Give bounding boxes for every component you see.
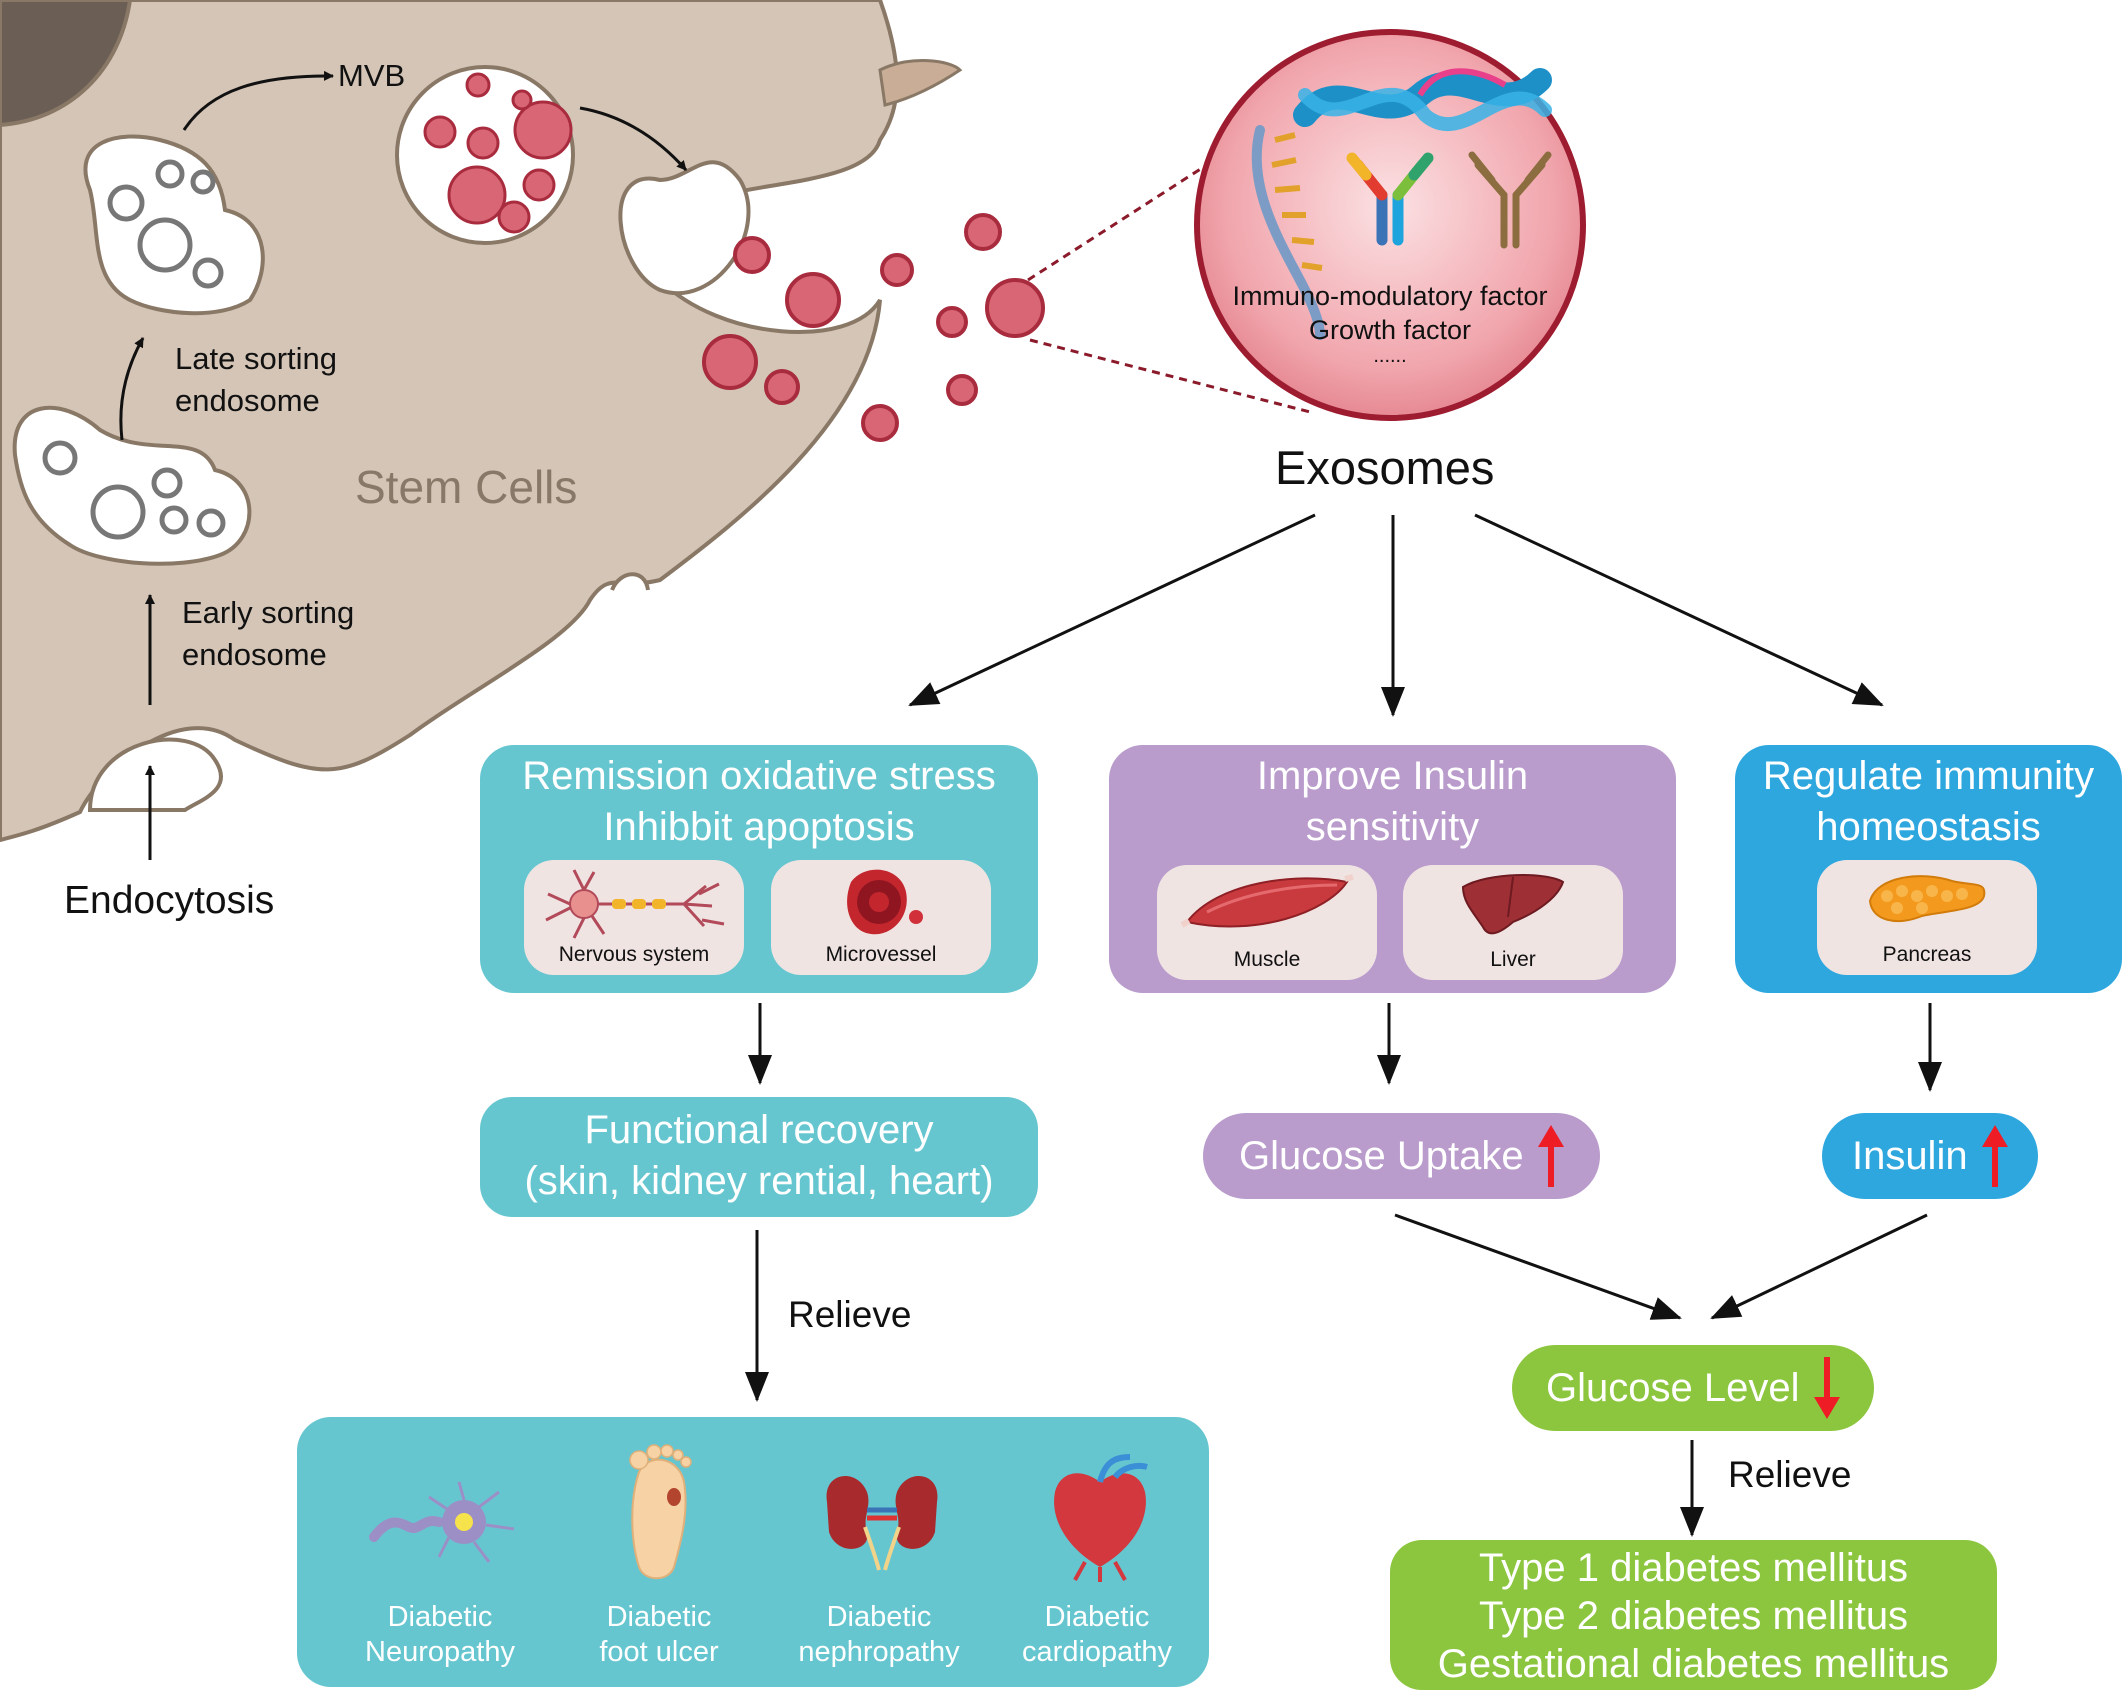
endocytosis-pit bbox=[87, 737, 223, 812]
insulin-sensitivity-box: Improve Insulin sensitivity Muscle Liver bbox=[1109, 745, 1676, 993]
exosome-zoom-circle bbox=[1194, 29, 1586, 421]
neuron-icon bbox=[545, 869, 725, 939]
foot-ulcer-icon bbox=[629, 1444, 692, 1580]
insulin-sensitivity-title: Improve Insulin sensitivity bbox=[1256, 754, 1529, 849]
endosome-cargo bbox=[137, 217, 193, 273]
antibody-outline-icon bbox=[1468, 151, 1552, 249]
insulin-level-label: Insulin bbox=[1851, 1134, 1968, 1178]
up-arrow-icon bbox=[1538, 1125, 1565, 1187]
foot-ulcer-label: Diabetic foot ulcer bbox=[599, 1601, 719, 1668]
muscle-icon bbox=[1180, 874, 1354, 928]
stem-cells-label: Stem Cells bbox=[355, 461, 578, 513]
nephropathy-label: Diabetic nephropathy bbox=[798, 1601, 960, 1668]
oxidative-stress-box: Remission oxidative stress Inhibbit apop… bbox=[480, 745, 1038, 993]
cardiopathy-icon bbox=[1054, 1454, 1148, 1582]
type1-label: Type 1 diabetes mellitus bbox=[1478, 1546, 1909, 1590]
up-arrow-icon bbox=[1982, 1125, 2009, 1187]
microvessel-icon bbox=[847, 869, 923, 935]
glucose-uptake-label: Glucose Uptake bbox=[1238, 1134, 1524, 1178]
endosome-cargo bbox=[151, 467, 183, 499]
rna-strand-icon bbox=[1251, 125, 1325, 340]
arrow-exocytosis bbox=[579, 106, 688, 171]
muscle-label: Muscle bbox=[1233, 948, 1301, 971]
relieve-right-label: Relieve bbox=[1728, 1454, 1852, 1495]
endosome-cargo bbox=[192, 257, 224, 289]
liver-icon bbox=[1461, 874, 1565, 935]
released-exosomes bbox=[702, 213, 1045, 442]
immunity-title: Regulate immunity homeostasis bbox=[1762, 754, 2095, 849]
endosome-cargo bbox=[107, 184, 145, 222]
arrow-mvb bbox=[182, 70, 334, 131]
endosome-cargo bbox=[190, 169, 216, 195]
nervous-system-label: Nervous system bbox=[558, 943, 710, 966]
diabetes-types-box: Type 1 diabetes mellitus Type 2 diabetes… bbox=[1390, 1540, 1997, 1690]
nervous-system-pill: Nervous system bbox=[524, 860, 744, 975]
exosomes-label: Exosomes bbox=[1275, 441, 1495, 494]
endosome-cargo bbox=[196, 508, 226, 538]
membrane-notch bbox=[610, 572, 650, 591]
complications-box: Diabetic Neuropathy Diabetic foot ulcer … bbox=[297, 1417, 1209, 1687]
insulin-level-box: Insulin bbox=[1822, 1113, 2038, 1199]
type2-label: Type 2 diabetes mellitus bbox=[1478, 1594, 1909, 1638]
neuropathy-label: Diabetic Neuropathy bbox=[365, 1601, 515, 1668]
nucleus bbox=[0, 0, 133, 128]
liver-pill: Liver bbox=[1403, 865, 1623, 980]
endosome-cargo bbox=[42, 440, 78, 476]
muscle-pill: Muscle bbox=[1157, 865, 1377, 980]
glucose-level-box: Glucose Level bbox=[1512, 1345, 1874, 1431]
cardiopathy-label: Diabetic cardiopathy bbox=[1022, 1601, 1172, 1668]
growth-factor-label: Growth factor bbox=[1308, 315, 1472, 345]
zoom-line-bottom bbox=[1029, 338, 1311, 414]
mvb-label: MVB bbox=[338, 58, 406, 93]
endosome-cargo bbox=[155, 159, 185, 189]
gestational-label: Gestational diabetes mellitus bbox=[1437, 1642, 1950, 1686]
down-arrow-icon bbox=[1813, 1357, 1840, 1419]
ellipsis-label: ...... bbox=[1373, 345, 1407, 367]
arrow-insulin-to-level bbox=[1710, 1213, 1928, 1320]
late-endosome-label: Late sorting endosome bbox=[175, 341, 337, 418]
membrane-bud bbox=[878, 59, 963, 107]
nephropathy-icon bbox=[826, 1475, 938, 1571]
arrow-late bbox=[119, 337, 145, 441]
relieve-left-label: Relieve bbox=[788, 1294, 912, 1335]
functional-recovery-label: Functional recovery (skin, kidney rentia… bbox=[524, 1108, 994, 1203]
functional-recovery-box: Functional recovery (skin, kidney rentia… bbox=[480, 1097, 1038, 1217]
microvessel-label: Microvessel bbox=[825, 943, 937, 966]
glucose-level-label: Glucose Level bbox=[1546, 1366, 1800, 1410]
arrow-to-immunity bbox=[1474, 513, 1884, 707]
early-endosome-label: Early sorting endosome bbox=[182, 595, 355, 672]
neuropathy-icon bbox=[369, 1481, 515, 1563]
endocytosis-label: Endocytosis bbox=[64, 879, 275, 922]
immunomodulatory-factor-label: Immuno-modulatory factor bbox=[1232, 281, 1548, 311]
glucose-uptake-box: Glucose Uptake bbox=[1203, 1113, 1600, 1199]
arrow-uptake-to-level bbox=[1394, 1213, 1682, 1320]
arrow-to-oxidative bbox=[908, 513, 1316, 707]
antibody-icon bbox=[1346, 152, 1434, 246]
pancreas-label: Pancreas bbox=[1882, 943, 1972, 966]
pancreas-pill: Pancreas bbox=[1817, 860, 2037, 975]
zoom-line-top bbox=[1027, 148, 1231, 282]
immunity-box: Regulate immunity homeostasis Pancreas bbox=[1735, 745, 2122, 993]
microvessel-pill: Microvessel bbox=[771, 860, 991, 975]
mvb-vesicles bbox=[423, 72, 573, 234]
endosome-cargo bbox=[90, 484, 146, 540]
oxidative-stress-title: Remission oxidative stress Inhibbit apop… bbox=[522, 754, 996, 849]
exocytosis-pocket bbox=[618, 160, 751, 295]
endosome-cargo bbox=[159, 505, 189, 535]
dna-helix-icon bbox=[1293, 68, 1552, 132]
liver-label: Liver bbox=[1490, 948, 1536, 971]
pancreas-icon bbox=[1868, 875, 1986, 922]
